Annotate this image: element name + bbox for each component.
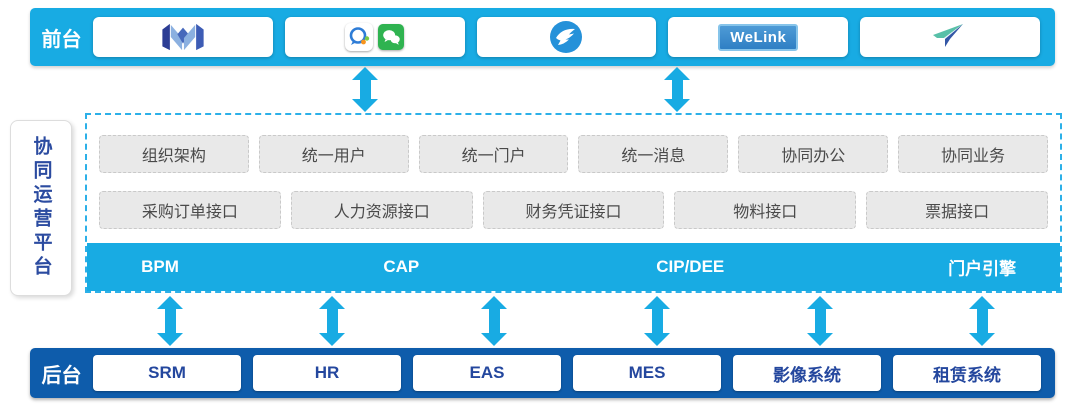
app-box-welink[interactable]: WeLink — [668, 17, 849, 57]
chip-material-interface[interactable]: 物料接口 — [674, 191, 857, 229]
back-layer-label: 后台 — [41, 364, 82, 387]
vertical-sync-arrow-icon — [664, 67, 690, 112]
wecom-bubble-icon — [345, 23, 374, 51]
platform-box: 组织架构 统一用户 统一门户 统一消息 协同办公 协同业务 采购订单接口 人力资… — [85, 113, 1062, 293]
chip-collab-business[interactable]: 协同业务 — [898, 135, 1048, 173]
chip-unified-message[interactable]: 统一消息 — [578, 135, 729, 173]
platform-side-label-text: 协同运营平台 — [30, 136, 52, 280]
dingtalk-icon — [550, 21, 583, 53]
engine-label-bpm: BPM — [141, 257, 179, 276]
chip-unified-portal[interactable]: 统一门户 — [418, 135, 569, 173]
chip-finance-voucher-interface[interactable]: 财务凭证接口 — [482, 191, 665, 229]
engine-label-cap: CAP — [383, 257, 420, 276]
capability-chip-row: 组织架构 统一用户 统一门户 统一消息 协同办公 协同业务 — [99, 135, 1048, 173]
chip-hr-interface[interactable]: 人力资源接口 — [290, 191, 473, 229]
system-box-eas[interactable]: EAS — [413, 355, 561, 391]
system-box-hr[interactable]: HR — [253, 355, 401, 391]
app-box-dingtalk[interactable] — [476, 17, 657, 57]
paper-plane-icon — [933, 24, 964, 47]
vertical-sync-arrow-icon — [481, 296, 507, 346]
chip-purchase-order-interface[interactable]: 采购订单接口 — [99, 191, 281, 229]
vertical-sync-arrow-icon — [969, 296, 995, 346]
engine-label-cipdee: CIP/DEE — [656, 257, 725, 276]
vertical-sync-arrow-icon — [157, 296, 183, 346]
back-layer-bar: 后台 SRM HR EAS MES 影像系统 租赁系统 — [30, 348, 1055, 398]
system-box-srm[interactable]: SRM — [93, 355, 241, 391]
welink-logo: WeLink — [718, 23, 799, 51]
front-layer-bar: 前台 — [30, 8, 1055, 66]
front-layer-label: 前台 — [41, 28, 82, 51]
chip-unified-user[interactable]: 统一用户 — [258, 135, 409, 173]
interface-chip-row: 采购订单接口 人力资源接口 财务凭证接口 物料接口 票据接口 — [99, 191, 1048, 229]
back-systems-row: SRM HR EAS MES 影像系统 租赁系统 — [93, 355, 1055, 391]
app-box-wecom-wechat[interactable] — [284, 17, 465, 57]
system-box-leasing[interactable]: 租赁系统 — [893, 355, 1041, 391]
engine-label-portal-engine: 门户引擎 — [948, 259, 1017, 279]
chip-invoice-interface[interactable]: 票据接口 — [866, 191, 1048, 229]
vertical-sync-arrow-icon — [644, 296, 670, 346]
system-box-imaging[interactable]: 影像系统 — [733, 355, 881, 391]
chip-collab-office[interactable]: 协同办公 — [738, 135, 889, 173]
app-box-paper-plane[interactable] — [860, 17, 1040, 57]
front-apps-row: WeLink — [93, 17, 1055, 57]
engine-bar: BPM CAP CIP/DEE 门户引擎 — [87, 243, 1060, 291]
wechat-icon — [378, 24, 405, 50]
platform-side-label: 协同运营平台 — [10, 120, 72, 296]
m-logo-icon — [162, 23, 204, 51]
system-box-mes[interactable]: MES — [573, 355, 721, 391]
chip-org-structure[interactable]: 组织架构 — [99, 135, 249, 173]
vertical-sync-arrow-icon — [319, 296, 345, 346]
vertical-sync-arrow-icon — [352, 67, 378, 112]
vertical-sync-arrow-icon — [807, 296, 833, 346]
app-box-mysoft[interactable] — [93, 17, 273, 57]
